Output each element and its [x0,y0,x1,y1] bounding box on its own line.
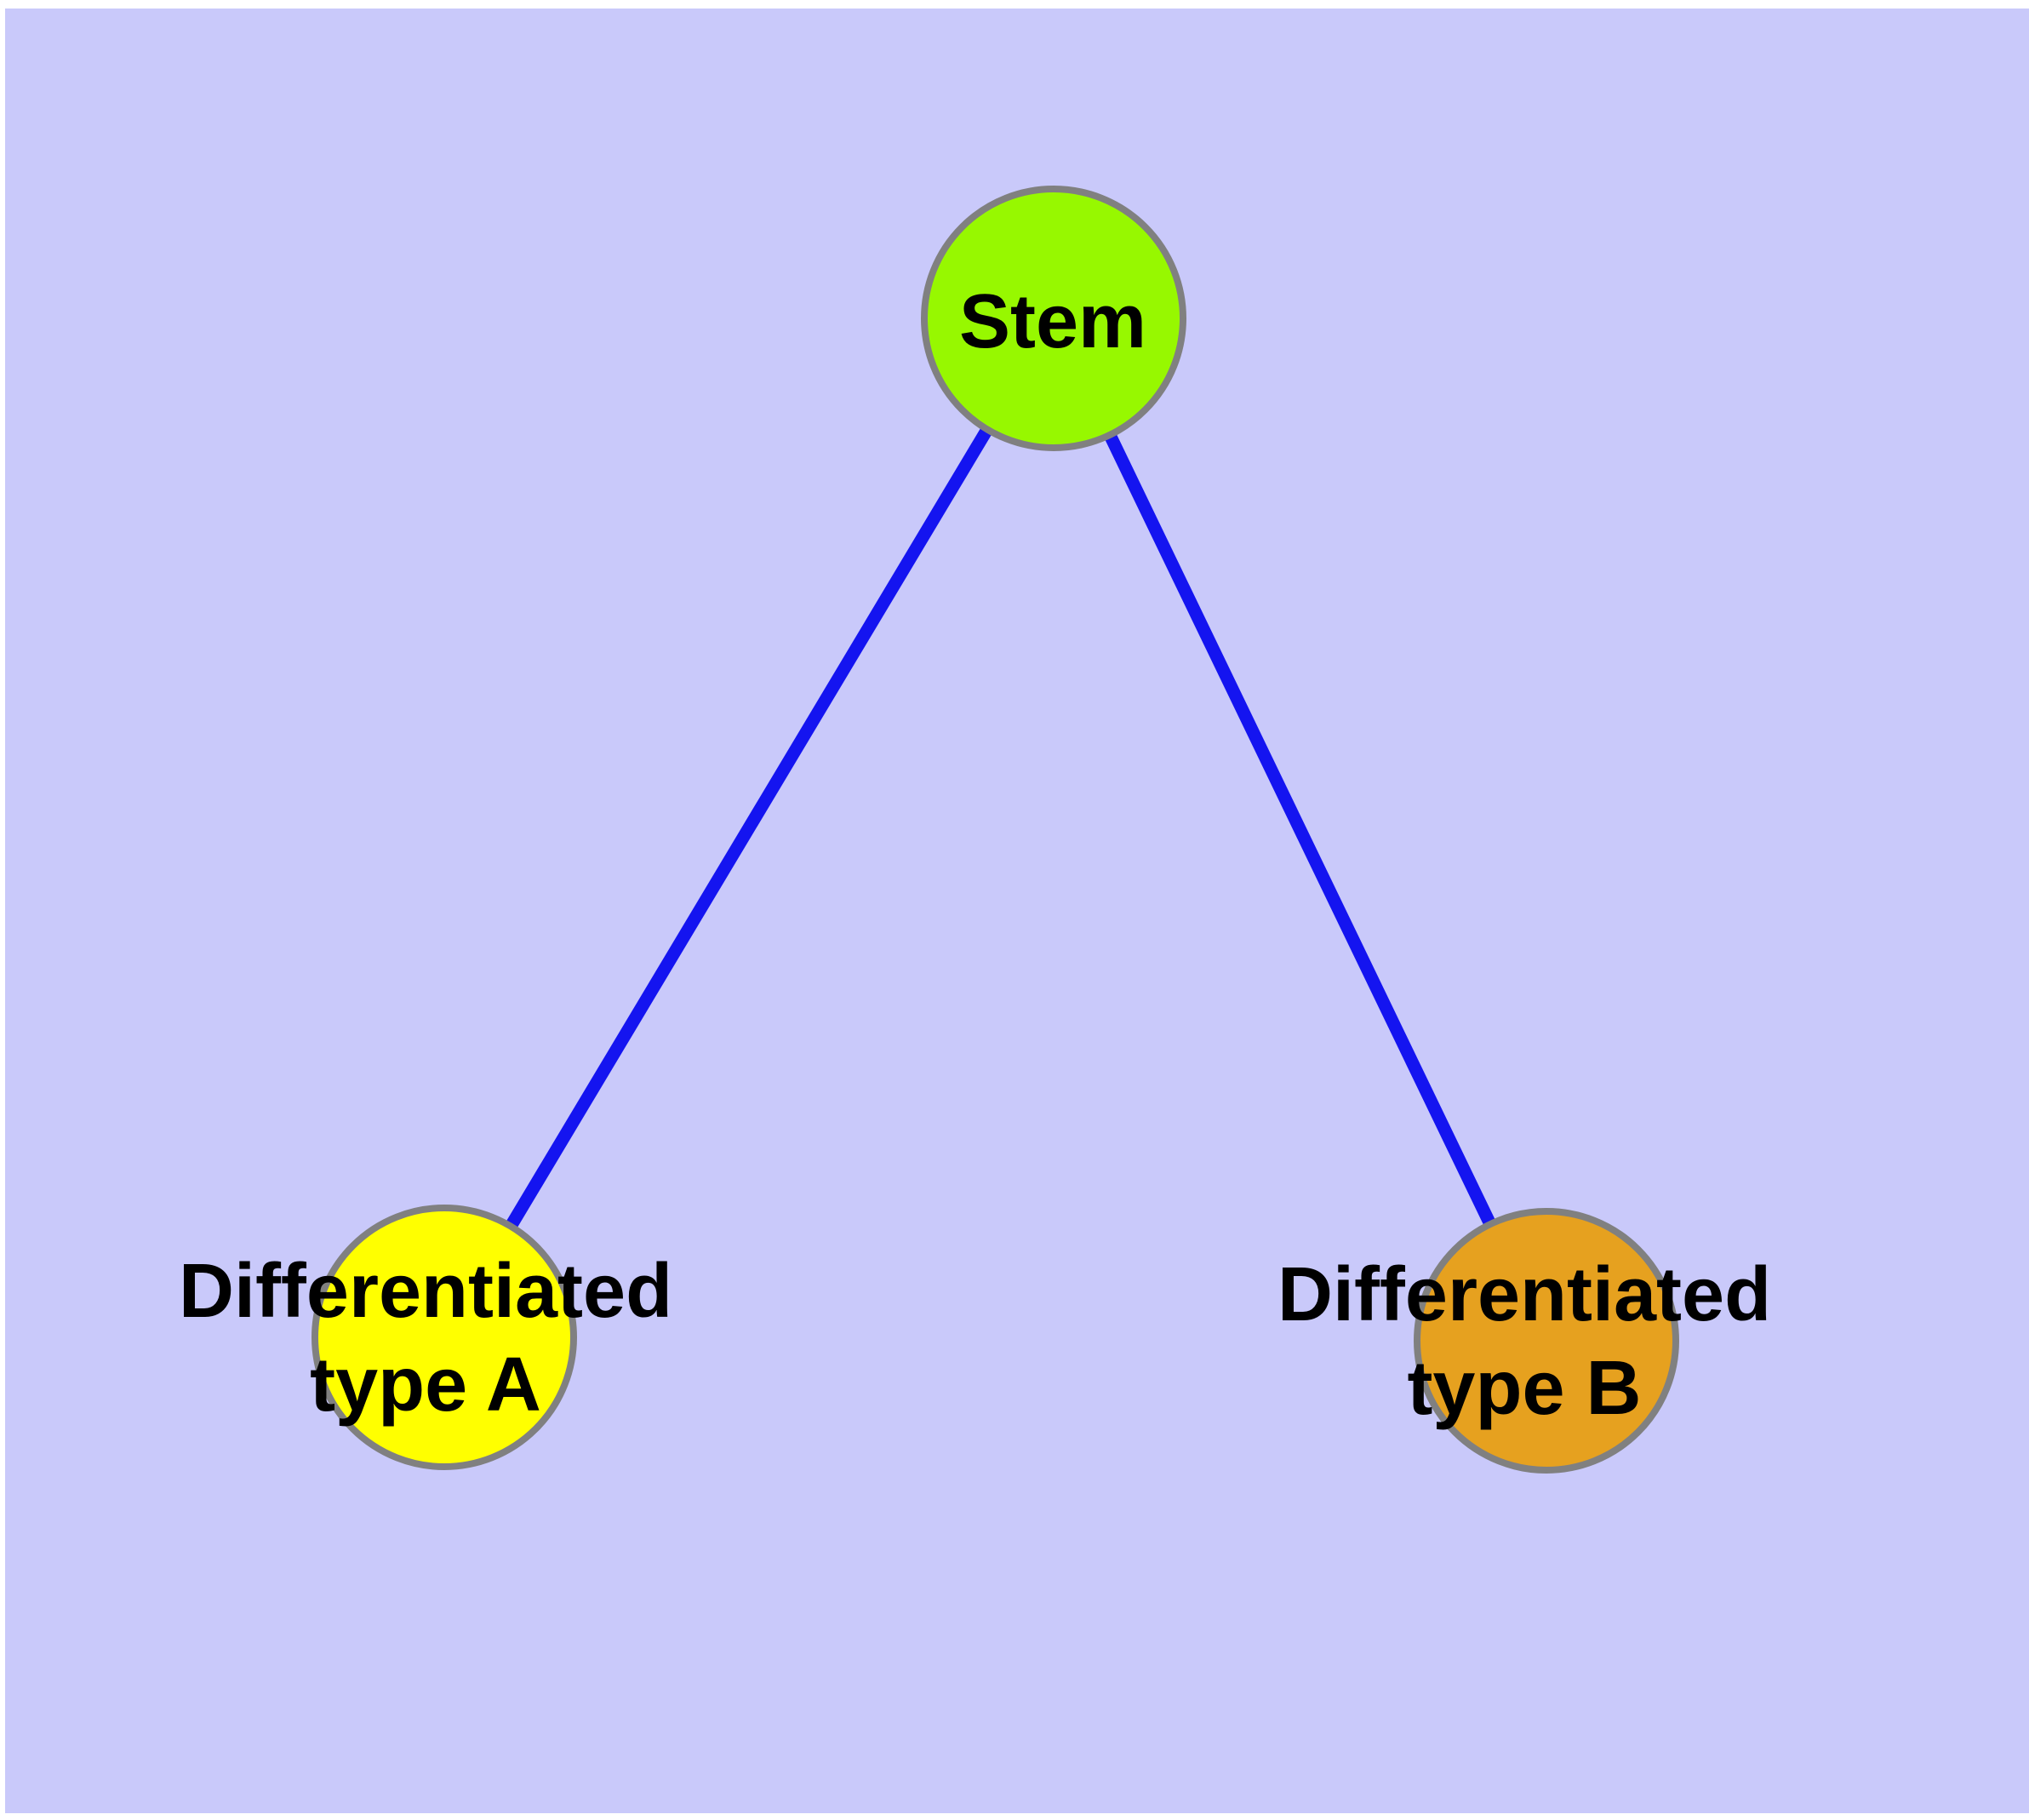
edge-stem-to-type-b [1048,315,1552,1344]
node-type-b-label-line2: type B [1407,1346,1642,1431]
node-type-b-circle [1414,1208,1679,1474]
edge-stem-to-type-a [438,315,1060,1341]
node-type-a-label-line1: Differentiated [178,1249,673,1334]
node-type-a-label: Differentiated type A [179,1245,672,1432]
node-type-a-circle [311,1205,577,1470]
node-type-b-label-line1: Differentiated [1277,1252,1772,1337]
node-stem-label-text: Stem [958,279,1147,364]
node-type-b-label: Differentiated type B [1277,1248,1771,1435]
node-type-a-label-line2: type A [310,1342,541,1428]
node-stem-label: Stem [959,275,1146,369]
node-stem-circle [921,186,1186,451]
